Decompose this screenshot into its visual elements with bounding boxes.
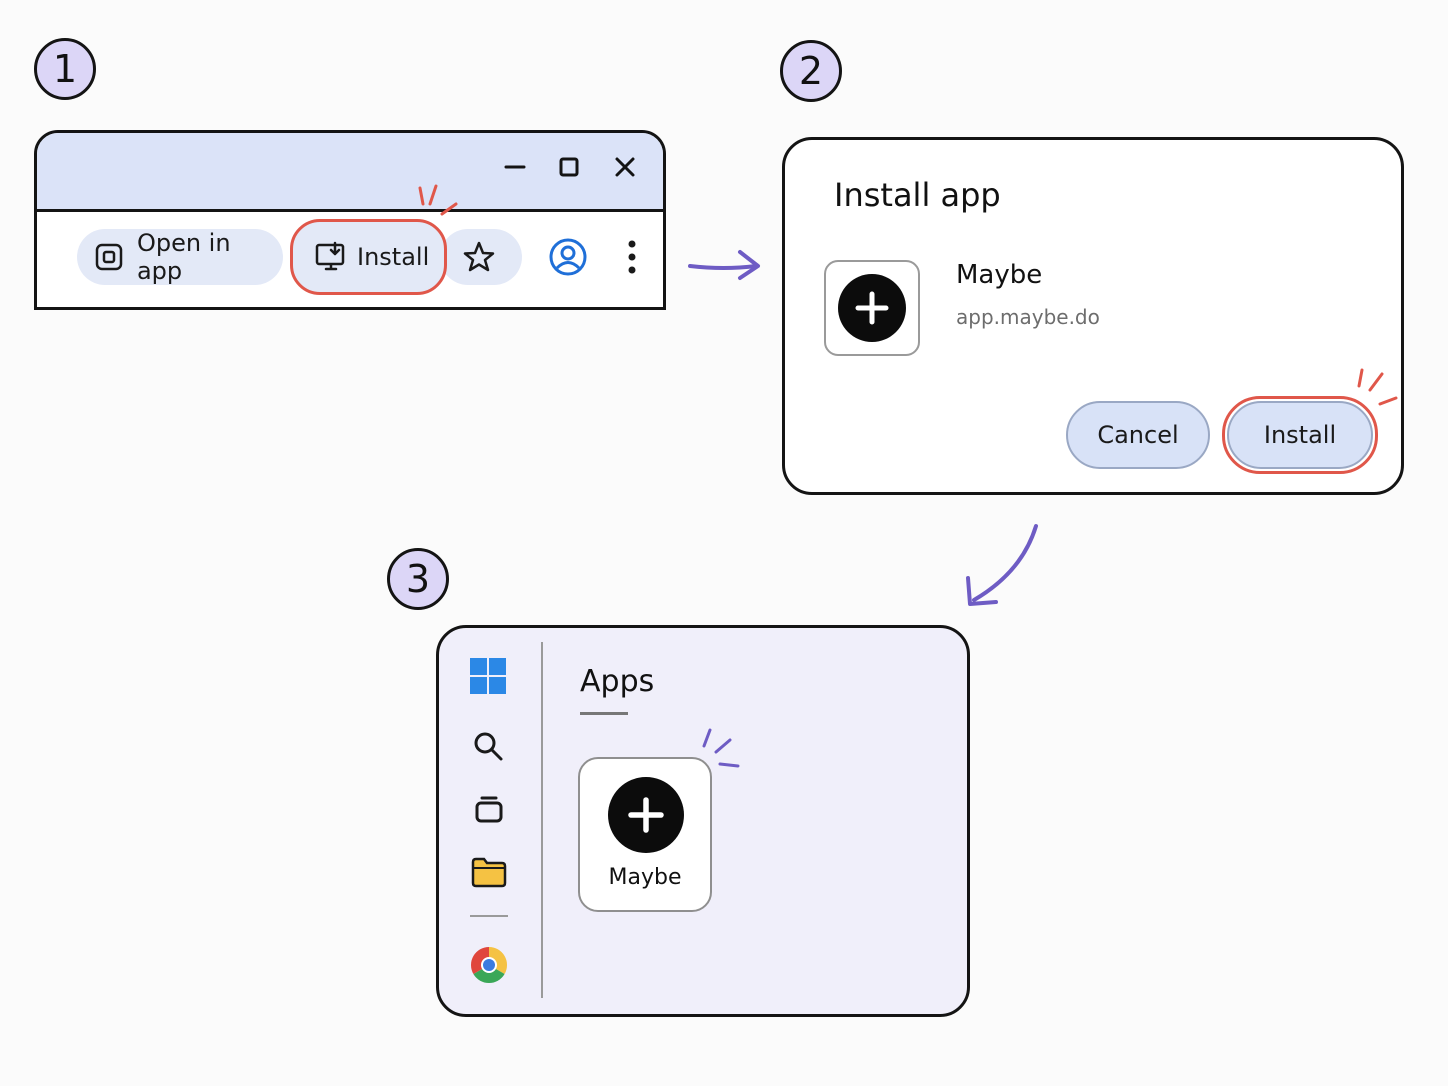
app-url: app.maybe.do [956, 305, 1100, 329]
account-icon[interactable] [548, 237, 588, 277]
windows-start-icon[interactable] [470, 658, 506, 694]
app-tile-label: Maybe [608, 865, 682, 890]
star-chip [440, 229, 522, 285]
apps-title-underline [580, 712, 628, 715]
close-icon[interactable] [609, 151, 641, 183]
arrow-down-left-icon [966, 524, 1038, 606]
more-vert-icon[interactable] [620, 238, 644, 276]
step-badge-2: 2 [780, 40, 842, 102]
task-view-icon[interactable] [474, 794, 504, 824]
plus-icon [838, 274, 906, 342]
install-label: Install [357, 243, 430, 271]
highlight-sparkle-icon [1357, 368, 1398, 406]
arrow-right-icon [688, 250, 760, 280]
plus-icon [608, 777, 684, 853]
step-badge-1: 1 [34, 38, 96, 100]
sidebar-separator [470, 915, 508, 917]
star-icon[interactable] [462, 240, 496, 274]
cancel-button[interactable]: Cancel [1066, 401, 1210, 469]
sidebar-divider [541, 642, 543, 998]
open-in-app-button[interactable]: Open in app [77, 229, 283, 285]
app-tile-maybe[interactable]: Maybe [578, 757, 712, 912]
apps-title: Apps [580, 664, 655, 699]
dialog-install-button[interactable]: Install [1227, 401, 1373, 469]
new-app-sparkle-icon [702, 728, 740, 768]
dialog-title: Install app [834, 176, 1001, 214]
step-badge-3: 3 [387, 548, 449, 610]
install-button[interactable]: Install [290, 219, 447, 295]
chrome-icon[interactable] [469, 945, 509, 985]
app-icon [824, 260, 920, 356]
browser-titlebar [37, 133, 663, 212]
minimize-icon[interactable] [499, 151, 531, 183]
open-in-app-label: Open in app [136, 229, 231, 285]
open-in-app-icon [95, 243, 123, 271]
highlight-sparkle-icon [418, 184, 458, 216]
install-icon [315, 241, 345, 271]
install-highlight-ring [1222, 396, 1378, 474]
search-icon[interactable] [472, 730, 504, 762]
maximize-icon[interactable] [553, 151, 585, 183]
app-name: Maybe [956, 260, 1043, 290]
folder-icon[interactable] [471, 856, 507, 888]
